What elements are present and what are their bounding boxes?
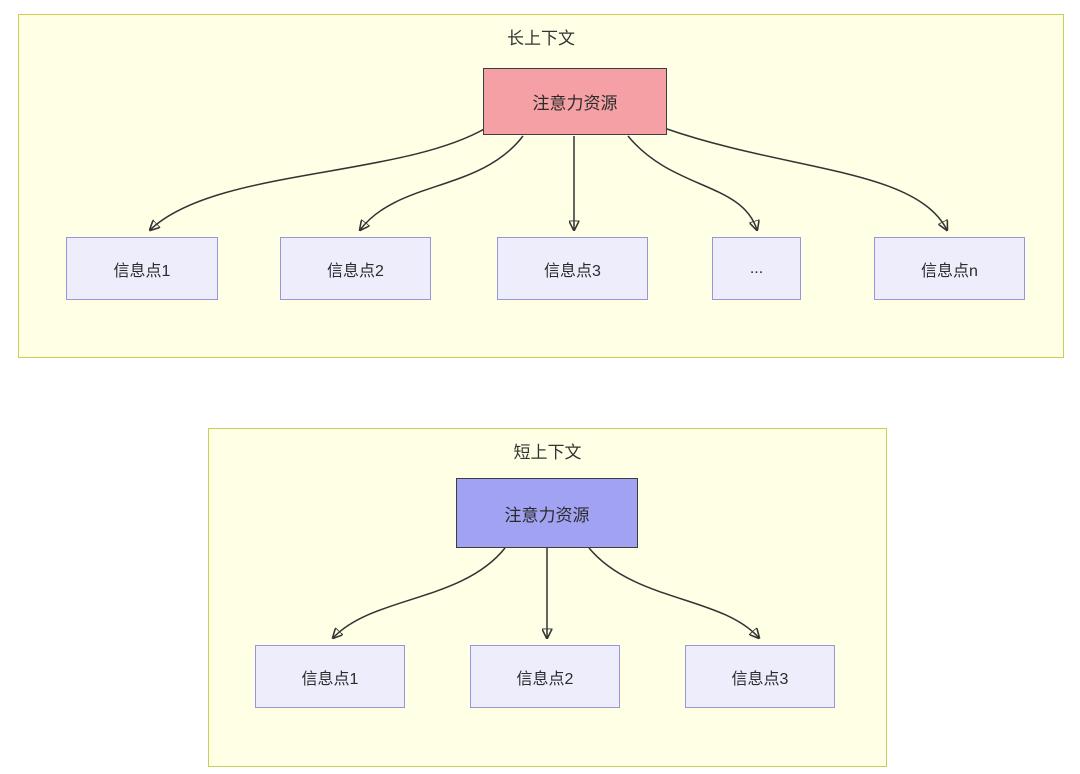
- info-box-long-2-label: 信息点2: [327, 262, 384, 280]
- info-box-short-3-label: 信息点3: [731, 670, 789, 688]
- info-box-long-n: 信息点n: [874, 237, 1025, 300]
- info-box-long-1-label: 信息点1: [113, 262, 171, 280]
- info-box-long-1: 信息点1: [66, 237, 218, 300]
- info-box-short-2: 信息点2: [470, 645, 620, 708]
- info-box-short-2-label: 信息点2: [516, 670, 574, 688]
- info-box-short-1: 信息点1: [255, 645, 405, 708]
- info-box-long-3-label: 信息点3: [544, 262, 601, 280]
- attention-node-short: 注意力资源: [456, 478, 638, 548]
- attention-node-short-label: 注意力资源: [504, 505, 590, 525]
- attention-node-long: 注意力资源: [483, 68, 667, 135]
- info-box-long-n-label: 信息点n: [921, 262, 978, 280]
- attention-node-long-label: 注意力资源: [532, 94, 618, 113]
- short-context-title: 短上下文: [513, 443, 582, 462]
- long-context-container: 长上下文: [18, 14, 1064, 358]
- info-box-long-2: 信息点2: [280, 237, 431, 300]
- info-box-short-3: 信息点3: [685, 645, 835, 708]
- info-box-long-ellipsis-label: ...: [749, 259, 764, 277]
- info-box-long-3: 信息点3: [497, 237, 648, 300]
- long-context-title: 长上下文: [507, 29, 575, 48]
- info-box-short-1-label: 信息点1: [301, 670, 359, 688]
- info-box-long-ellipsis: ...: [712, 237, 801, 300]
